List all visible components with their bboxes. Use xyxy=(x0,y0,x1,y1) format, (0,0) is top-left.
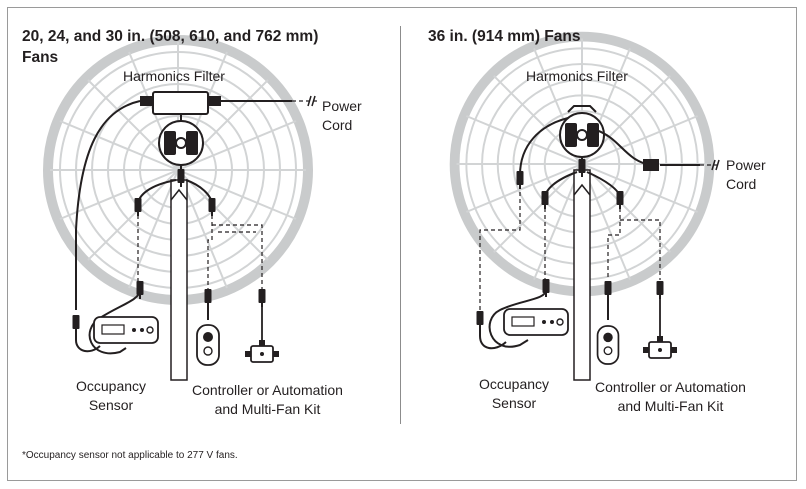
left-motor xyxy=(158,120,204,166)
left-cables xyxy=(75,100,292,355)
right-harmonics-filter xyxy=(643,159,659,171)
left-title-line2: Fans xyxy=(22,49,59,66)
right-controller-line1: Controller or Automation xyxy=(595,379,746,395)
right-fan-pole xyxy=(573,169,591,381)
right-controller-label: Controller or Automation and Multi-Fan K… xyxy=(595,378,746,416)
right-harmonics-filter-label: Harmonics Filter xyxy=(526,68,628,84)
left-multifan-kit-device xyxy=(244,306,280,363)
left-title-line1: 20, 24, and 30 in. (508, 610, and 762 mm… xyxy=(22,28,319,45)
right-power-cord-label: Power Cord xyxy=(726,156,766,194)
right-dashed-wiring xyxy=(479,164,718,310)
right-motor xyxy=(559,105,605,158)
left-power-cord-label: Power Cord xyxy=(322,97,362,135)
right-controller-line2: and Multi-Fan Kit xyxy=(617,398,724,414)
left-controller-label: Controller or Automation and Multi-Fan K… xyxy=(192,381,343,419)
right-power-cord-line2: Cord xyxy=(726,176,757,192)
left-fan-pole xyxy=(170,179,188,381)
left-occupancy-sensor-label: Occupancy Sensor xyxy=(76,377,146,415)
footnote: *Occupancy sensor not applicable to 277 … xyxy=(22,450,238,461)
right-power-cord-line1: Power xyxy=(726,157,766,173)
right-occupancy-sensor-label: Occupancy Sensor xyxy=(479,375,549,413)
left-controller-device xyxy=(196,306,220,366)
right-panel-title: 36 in. (914 mm) Fans xyxy=(428,28,581,45)
left-controller-line1: Controller or Automation xyxy=(192,382,343,398)
left-panel-title: 20, 24, and 30 in. (508, 610, and 762 mm… xyxy=(22,26,318,68)
left-occupancy-line2: Sensor xyxy=(88,397,134,413)
left-occupancy-line1: Occupancy xyxy=(76,378,147,394)
left-power-cord-line2: Cord xyxy=(322,117,353,133)
right-occupancy-sensor-device xyxy=(479,308,569,350)
left-power-cord-end xyxy=(307,95,316,107)
left-power-cord-line1: Power xyxy=(322,98,362,114)
right-power-cord-end xyxy=(711,159,720,171)
right-connectors xyxy=(475,158,665,330)
panel-divider xyxy=(400,26,401,424)
right-occupancy-line2: Sensor xyxy=(491,395,537,411)
right-occupancy-line1: Occupancy xyxy=(479,376,550,392)
right-multifan-kit-device xyxy=(642,298,678,359)
left-controller-line2: and Multi-Fan Kit xyxy=(214,401,321,417)
left-harmonics-filter xyxy=(140,91,221,115)
right-controller-device xyxy=(596,298,620,365)
left-occupancy-sensor-device xyxy=(75,316,159,353)
left-harmonics-filter-label: Harmonics Filter xyxy=(123,68,225,84)
